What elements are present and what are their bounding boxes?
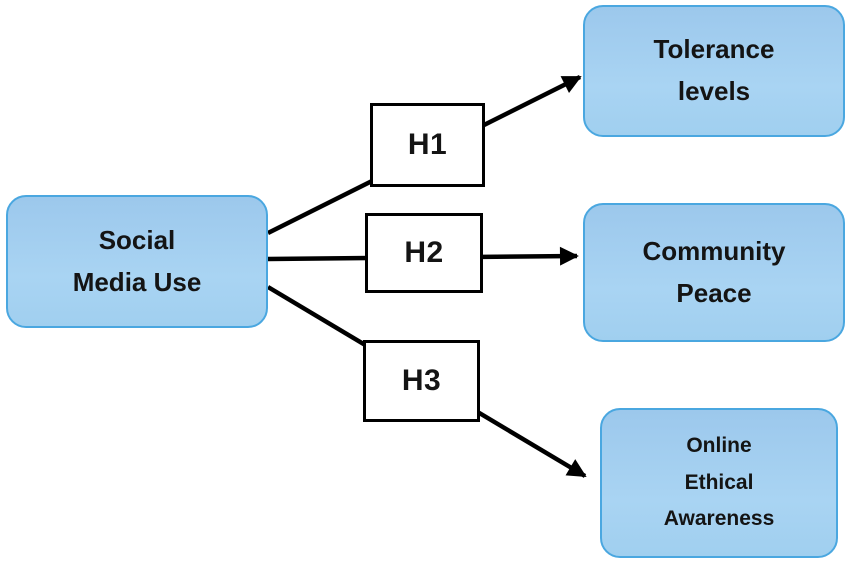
node-tolerance-levels-label: Tolerance levels (653, 34, 775, 106)
node-online-ethical-awareness: Online Ethical Awareness (600, 408, 838, 558)
hypothesis-h2-label: H2 (404, 236, 444, 269)
hypothesis-box-h2: H2 (365, 213, 483, 293)
node-online-ethical-awareness-label: Online Ethical Awareness (663, 433, 775, 531)
node-social-media-use-label: Social Media Use (72, 224, 202, 297)
node-tolerance-levels: Tolerance levels (583, 5, 845, 137)
hypothesis-box-h3: H3 (363, 340, 480, 422)
hypothesis-box-h1: H1 (370, 103, 485, 187)
node-community-peace-label: Community Peace (642, 235, 786, 308)
node-social-media-use: Social Media Use (6, 195, 268, 328)
node-community-peace: Community Peace (583, 203, 845, 342)
hypothesis-h1-label: H1 (407, 128, 448, 161)
hypothesis-h3-label: H3 (401, 364, 442, 397)
